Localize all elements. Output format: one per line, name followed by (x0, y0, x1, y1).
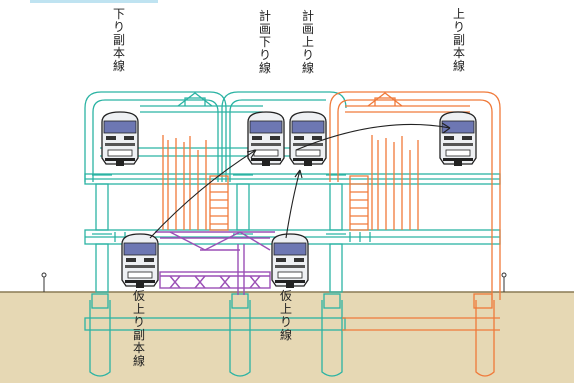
label-kari-nobori-fuku: 仮上り副本線 (132, 289, 145, 368)
train-keikaku-shimo (247, 111, 285, 167)
planned-structure (162, 91, 501, 377)
arrow-kari-fuku-to-keikaku-shimo (149, 149, 257, 239)
train-keikaku-nobori (289, 111, 327, 167)
transfer-arrows (149, 122, 451, 239)
train-kari-nobori-fuku (121, 233, 159, 289)
temporary-structure (155, 231, 275, 295)
existing-structure (84, 91, 501, 377)
train-nobori-fuku (439, 111, 477, 167)
train-kari-nobori (271, 233, 309, 289)
train-shimo-fuku (101, 111, 139, 167)
arrow-keikaku-nobori-to-nobori-fuku (295, 123, 451, 151)
label-keikaku-shimo: 計画下り線 (258, 9, 271, 75)
arrow-kari-nobori-to-keikaku-nobori (285, 169, 301, 239)
label-shimo-fuku: 下り副本線 (112, 7, 125, 73)
label-kari-nobori: 仮上り線 (279, 289, 292, 342)
ground (0, 292, 574, 383)
header-strip (30, 0, 158, 3)
label-nobori-fuku: 上り副本線 (452, 7, 465, 73)
label-keikaku-nobori: 計画上り線 (301, 9, 314, 75)
ground-poles (41, 272, 507, 292)
